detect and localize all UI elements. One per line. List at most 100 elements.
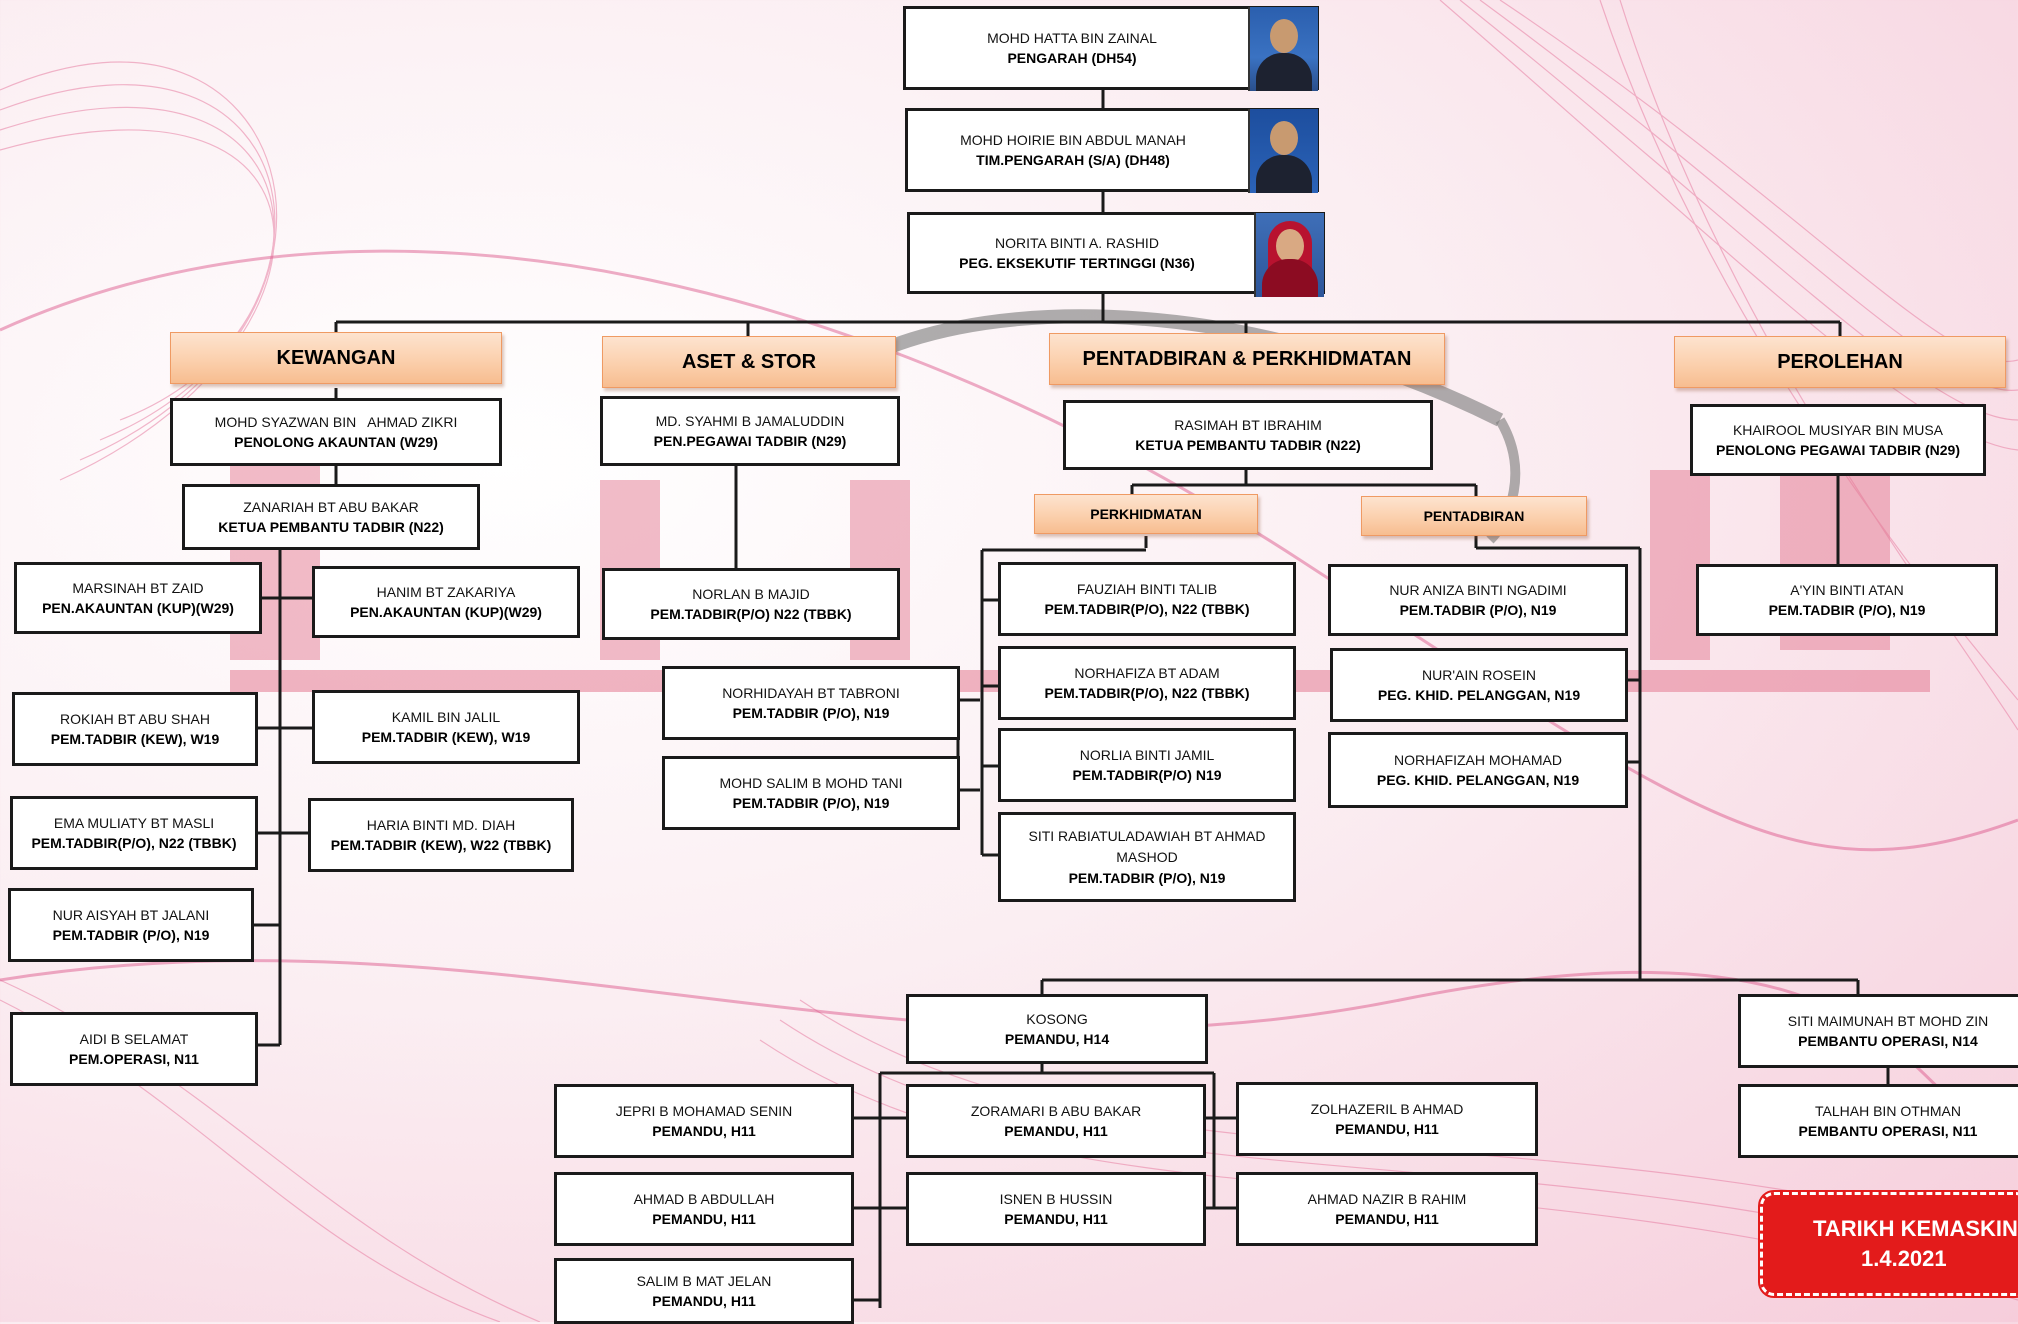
person-position: PEG. KHID. PELANGGAN, N19 bbox=[1377, 686, 1581, 703]
person-name: MARSINAH BT ZAID bbox=[72, 579, 204, 596]
person-name: NUR'AIN ROSEIN bbox=[1422, 666, 1536, 683]
org-box-staff: JEPRI B MOHAMAD SENIN PEMANDU, H11 bbox=[554, 1084, 854, 1158]
org-box-staff: TALHAH BIN OTHMAN PEMBANTU OPERASI, N11 bbox=[1738, 1084, 2018, 1158]
person-position: PEM.TADBIR (P/O), N19 bbox=[1768, 601, 1926, 618]
person-name: KOSONG bbox=[1026, 1010, 1088, 1027]
org-box-pemandu-head: KOSONG PEMANDU, H14 bbox=[906, 994, 1208, 1064]
person-name: ROKIAH BT ABU SHAH bbox=[60, 710, 210, 727]
org-box-aset-head: MD. SYAHMI B JAMALUDDIN PEN.PEGAWAI TADB… bbox=[600, 396, 900, 466]
org-box-staff: SITI RABIATULADAWIAH BT AHMAD MASHOD PEM… bbox=[998, 812, 1296, 902]
person-position: PENOLONG PEGAWAI TADBIR (N29) bbox=[1716, 441, 1960, 458]
person-name: MOHD SALIM B MOHD TANI bbox=[719, 774, 903, 791]
person-position: PEMANDU, H11 bbox=[1004, 1210, 1108, 1227]
person-position: PEN.AKAUNTAN (KUP)(W29) bbox=[42, 599, 234, 616]
org-box-staff: ROKIAH BT ABU SHAH PEM.TADBIR (KEW), W19 bbox=[12, 692, 258, 766]
org-box-staff: NORLIA BINTI JAMIL PEM.TADBIR(P/O) N19 bbox=[998, 728, 1296, 802]
org-box-staff: NUR'AIN ROSEIN PEG. KHID. PELANGGAN, N19 bbox=[1330, 648, 1628, 722]
person-name: NORHIDAYAH BT TABRONI bbox=[722, 684, 900, 701]
person-name: SALIM B MAT JELAN bbox=[636, 1272, 772, 1289]
subdept-header-perkhidmatan: PERKHIDMATAN bbox=[1034, 494, 1258, 534]
person-name: NORITA BINTI A. RASHID bbox=[995, 234, 1159, 251]
person-name: SITI RABIATULADAWIAH BT AHMAD MASHOD bbox=[1028, 827, 1266, 865]
org-box-staff: EMA MULIATY BT MASLI PEM.TADBIR(P/O), N2… bbox=[10, 796, 258, 870]
person-position: PEMANDU, H11 bbox=[652, 1210, 756, 1227]
dept-header-perolehan: PEROLEHAN bbox=[1674, 336, 2006, 388]
person-name: EMA MULIATY BT MASLI bbox=[53, 814, 215, 831]
org-box-pengarah: MOHD HATTA BIN ZAINAL PENGARAH (DH54) bbox=[903, 6, 1319, 91]
org-box-staff: AHMAD NAZIR B RAHIM PEMANDU, H11 bbox=[1236, 1172, 1538, 1246]
org-box-staff: NORLAN B MAJID PEM.TADBIR(P/O) N22 (TBBK… bbox=[602, 568, 900, 640]
portrait-photo bbox=[1254, 213, 1324, 297]
org-box-timbalan-pengarah: MOHD HOIRIE BIN ABDUL MANAH TIM.PENGARAH… bbox=[905, 108, 1319, 193]
portrait-photo bbox=[1248, 7, 1318, 91]
person-position: PEM.TADBIR (KEW), W22 (TBBK) bbox=[330, 836, 552, 853]
person-position: PEMANDU, H14 bbox=[1004, 1030, 1110, 1047]
person-name: NUR ANIZA BINTI NGADIMI bbox=[1389, 581, 1567, 598]
org-box-staff: SITI MAIMUNAH BT MOHD ZIN PEMBANTU OPERA… bbox=[1738, 994, 2018, 1068]
person-position: PEM.TADBIR (P/O), N19 bbox=[52, 926, 210, 943]
person-name: MD. SYAHMI B JAMALUDDIN bbox=[655, 412, 845, 429]
update-date-badge: TARIKH KEMASKINI 1.4.2021 bbox=[1758, 1190, 2018, 1298]
org-box-staff: FAUZIAH BINTI TALIB PEM.TADBIR(P/O), N22… bbox=[998, 562, 1296, 636]
person-position: PEMANDU, H11 bbox=[652, 1292, 756, 1309]
person-name: HARIA BINTI MD. DIAH bbox=[366, 816, 516, 833]
person-name: JEPRI B MOHAMAD SENIN bbox=[615, 1102, 793, 1119]
update-label: TARIKH KEMASKINI bbox=[1813, 1216, 2018, 1241]
person-position: PEM.TADBIR (P/O), N19 bbox=[1399, 601, 1557, 618]
person-name: NORHAFIZAH MOHAMAD bbox=[1394, 751, 1562, 768]
person-name: AIDI B SELAMAT bbox=[79, 1030, 189, 1047]
person-position: PEM.TADBIR(P/O), N22 (TBBK) bbox=[31, 834, 237, 851]
person-position: PEM.TADBIR(P/O) N22 (TBBK) bbox=[650, 605, 852, 622]
person-name: NORLIA BINTI JAMIL bbox=[1079, 746, 1215, 763]
org-box-staff: NORHIDAYAH BT TABRONI PEM.TADBIR (P/O), … bbox=[662, 666, 960, 740]
person-position: PEN.PEGAWAI TADBIR (N29) bbox=[653, 432, 847, 449]
org-box-perolehan-head: KHAIROOL MUSIYAR BIN MUSA PENOLONG PEGAW… bbox=[1690, 404, 1986, 476]
person-name: ZANARIAH BT ABU BAKAR bbox=[243, 498, 419, 515]
person-name: AHMAD NAZIR B RAHIM bbox=[1307, 1190, 1467, 1207]
person-name: ZORAMARI B ABU BAKAR bbox=[970, 1102, 1142, 1119]
org-box-staff: A'YIN BINTI ATAN PEM.TADBIR (P/O), N19 bbox=[1696, 564, 1998, 636]
org-box-staff: HANIM BT ZAKARIYA PEN.AKAUNTAN (KUP)(W29… bbox=[312, 566, 580, 638]
person-name: SITI MAIMUNAH BT MOHD ZIN bbox=[1787, 1012, 1989, 1029]
org-box-staff: HARIA BINTI MD. DIAH PEM.TADBIR (KEW), W… bbox=[308, 798, 574, 872]
org-box-pentadbiran-head: RASIMAH BT IBRAHIM KETUA PEMBANTU TADBIR… bbox=[1063, 400, 1433, 470]
person-position: PEM.OPERASI, N11 bbox=[69, 1050, 199, 1067]
org-box-staff: ZORAMARI B ABU BAKAR PEMANDU, H11 bbox=[906, 1084, 1206, 1158]
portrait-photo bbox=[1248, 109, 1318, 193]
person-position: PEM.TADBIR(P/O) N19 bbox=[1072, 766, 1222, 783]
person-position: PEM.TADBIR (P/O), N19 bbox=[1068, 869, 1226, 886]
person-position: PEMBANTU OPERASI, N14 bbox=[1798, 1032, 1978, 1049]
person-name: A'YIN BINTI ATAN bbox=[1790, 581, 1904, 598]
person-name: HANIM BT ZAKARIYA bbox=[376, 583, 516, 600]
person-name: NORLAN B MAJID bbox=[692, 585, 810, 602]
person-name: MOHD HATTA BIN ZAINAL bbox=[987, 29, 1157, 46]
org-box-staff: ISNEN B HUSSIN PEMANDU, H11 bbox=[906, 1172, 1206, 1246]
person-name: KAMIL BIN JALIL bbox=[391, 708, 501, 725]
person-name: AHMAD B ABDULLAH bbox=[633, 1190, 775, 1207]
person-position: PEG. KHID. PELANGGAN, N19 bbox=[1376, 771, 1580, 788]
person-position: TIM.PENGARAH (S/A) (DH48) bbox=[976, 151, 1170, 168]
org-box-kewangan-head: MOHD SYAZWAN BIN AHMAD ZIKRI PENOLONG AK… bbox=[170, 398, 502, 466]
person-name: NORHAFIZA BT ADAM bbox=[1074, 664, 1220, 681]
person-position: PEM.TADBIR (P/O), N19 bbox=[732, 794, 890, 811]
org-box-staff: ZOLHAZERIL B AHMAD PEMANDU, H11 bbox=[1236, 1082, 1538, 1156]
person-position: PEM.TADBIR (KEW), W19 bbox=[361, 728, 531, 745]
person-name: ISNEN B HUSSIN bbox=[999, 1190, 1113, 1207]
org-box-staff: NORHAFIZAH MOHAMAD PEG. KHID. PELANGGAN,… bbox=[1328, 732, 1628, 808]
org-box-staff: MOHD SALIM B MOHD TANI PEM.TADBIR (P/O),… bbox=[662, 756, 960, 830]
person-name: MOHD SYAZWAN BIN AHMAD ZIKRI bbox=[214, 413, 458, 430]
org-box-peg-eksekutif: NORITA BINTI A. RASHID PEG. EKSEKUTIF TE… bbox=[907, 212, 1325, 297]
person-position: PEMANDU, H11 bbox=[652, 1122, 756, 1139]
org-box-staff: AHMAD B ABDULLAH PEMANDU, H11 bbox=[554, 1172, 854, 1246]
person-position: PEMANDU, H11 bbox=[1335, 1210, 1439, 1227]
person-name: FAUZIAH BINTI TALIB bbox=[1076, 580, 1218, 597]
person-position: PENOLONG AKAUNTAN (W29) bbox=[234, 433, 438, 450]
org-box-staff: NORHAFIZA BT ADAM PEM.TADBIR(P/O), N22 (… bbox=[998, 646, 1296, 720]
person-name: TALHAH BIN OTHMAN bbox=[1815, 1102, 1961, 1119]
subdept-header-pentadbiran: PENTADBIRAN bbox=[1361, 496, 1587, 536]
person-position: PEMANDU, H11 bbox=[1004, 1122, 1108, 1139]
person-position: PEN.AKAUNTAN (KUP)(W29) bbox=[350, 603, 542, 620]
org-box-staff: AIDI B SELAMAT PEM.OPERASI, N11 bbox=[10, 1012, 258, 1086]
update-date: 1.4.2021 bbox=[1861, 1246, 1947, 1271]
